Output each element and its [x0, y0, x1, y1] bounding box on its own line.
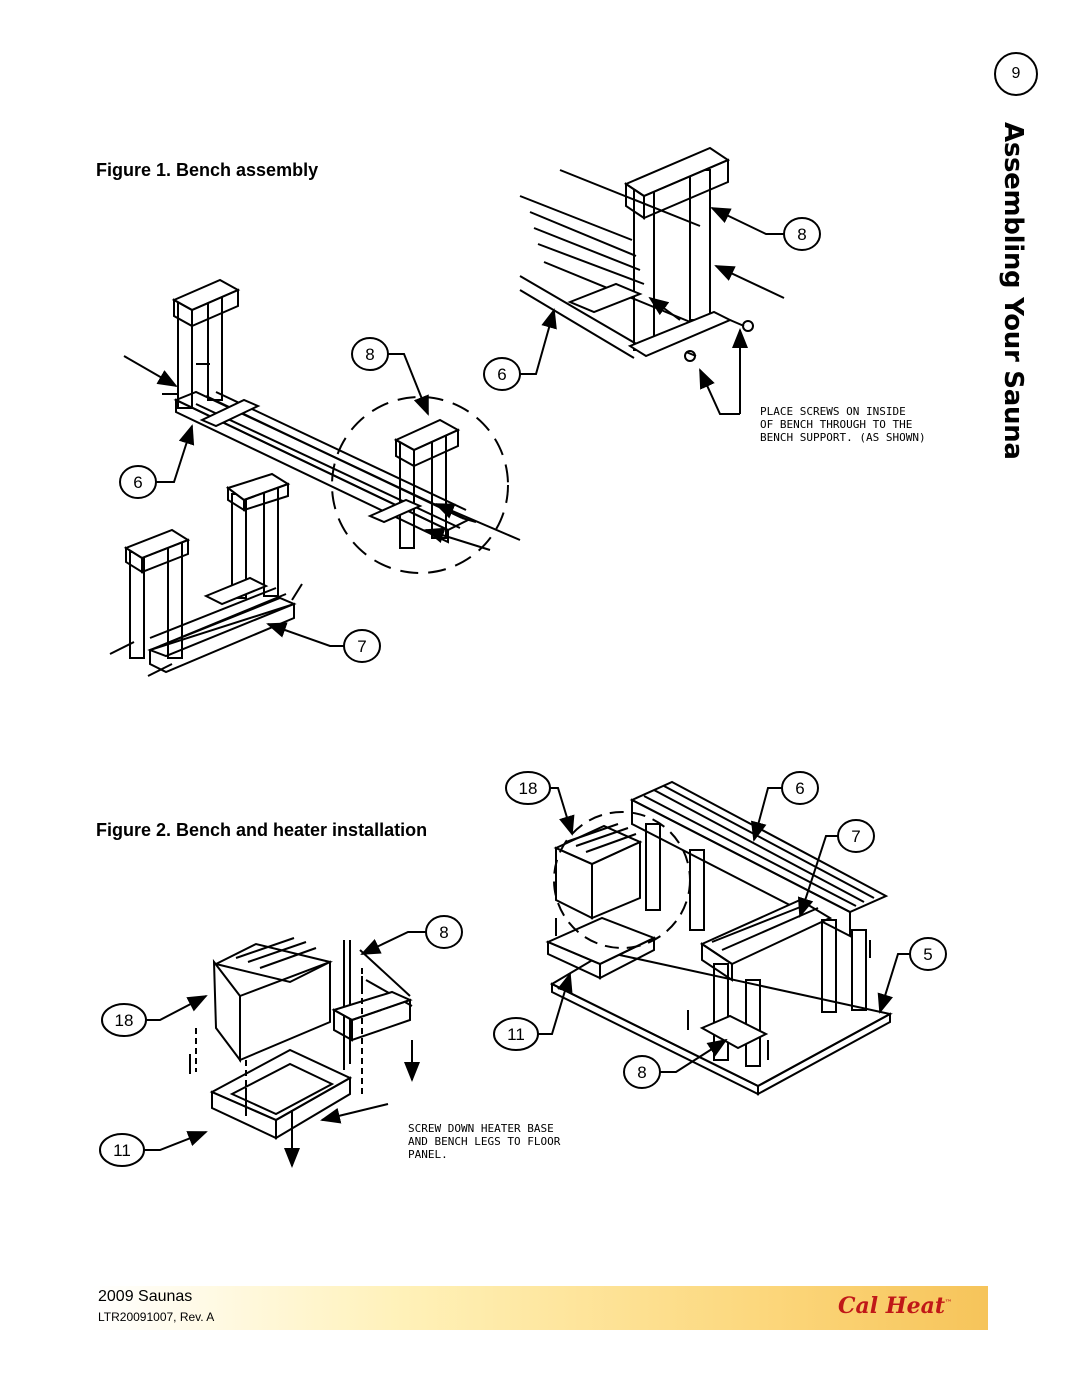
installation-note-line: PANEL. [408, 1148, 448, 1161]
callout-label: 6 [795, 779, 804, 798]
callout-label: 8 [637, 1063, 646, 1082]
floor-panel-assembly [545, 780, 893, 1096]
callout-label: 11 [507, 1025, 525, 1044]
brand-logo: Cal Heat™ [838, 1293, 952, 1319]
long-bench [123, 278, 521, 574]
assembly-note-line: BENCH SUPPORT. (AS SHOWN) [760, 431, 926, 444]
callout-label: 11 [113, 1141, 131, 1160]
callout-label: 6 [133, 473, 142, 492]
callout-label: 7 [357, 637, 366, 656]
footer-doc-id: LTR20091007, Rev. A [98, 1310, 215, 1324]
figure-2-drawing: 18 6 7 5 11 8 8 18 11 SCREW DOWN HEATER … [99, 771, 947, 1168]
installation-note-line: AND BENCH LEGS TO FLOOR [408, 1135, 561, 1148]
installation-note-line: SCREW DOWN HEATER BASE [408, 1122, 554, 1135]
callout-bubbles [119, 207, 821, 663]
footer-title: 2009 Saunas [98, 1288, 193, 1305]
short-bench [109, 472, 303, 677]
callout-label: 6 [497, 365, 506, 384]
callout-label: 8 [797, 225, 806, 244]
heater-detail [189, 937, 420, 1168]
callout-label: 5 [923, 945, 932, 964]
callout-label: 8 [365, 345, 374, 364]
figure-1-drawing: 8 6 7 6 8 PLACE SCREWS ON INSIDE OF BENC… [109, 146, 926, 677]
assembly-note-line: OF BENCH THROUGH TO THE [760, 418, 912, 431]
callout-label: 18 [519, 779, 538, 798]
bench-detail [519, 146, 785, 362]
page-number: 9 [994, 52, 1038, 96]
assembly-note-line: PLACE SCREWS ON INSIDE [760, 405, 906, 418]
callout-label: 8 [439, 923, 448, 942]
footer-band [92, 1286, 988, 1330]
callout-label: 18 [115, 1011, 134, 1030]
figure-1-caption: Figure 1. Bench assembly [96, 160, 319, 180]
callout-label: 7 [851, 827, 860, 846]
callout-bubbles-2 [99, 771, 947, 1167]
figure-2-caption: Figure 2. Bench and heater installation [96, 820, 428, 840]
